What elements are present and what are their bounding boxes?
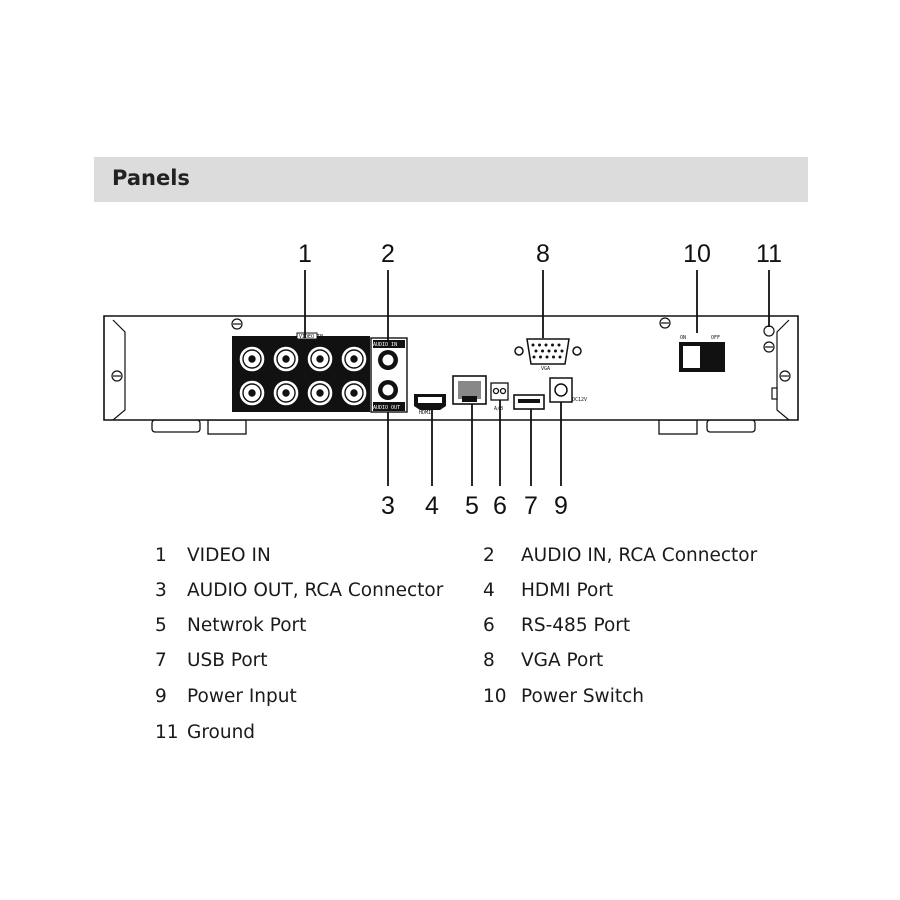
- vga-pin: [545, 355, 549, 359]
- video-in-block: [232, 332, 370, 412]
- panel-label-off: OFF: [711, 335, 720, 341]
- legend-num: 2: [483, 545, 495, 566]
- callout-1: 1: [298, 240, 312, 268]
- panel-label-audio-in: AUDIO IN: [373, 342, 397, 348]
- vga-pin: [534, 349, 538, 353]
- callout-8: 8: [536, 240, 550, 268]
- panel-label-video: VIDEO IN: [299, 334, 323, 340]
- usb-port-drawing: [513, 394, 545, 410]
- vga-pin: [538, 343, 541, 347]
- vga-pin: [552, 355, 555, 359]
- legend-text: AUDIO IN, RCA Connector: [521, 545, 758, 566]
- vga-pin: [531, 343, 535, 347]
- callout-11: 11: [756, 240, 782, 268]
- callout-6: 6: [493, 492, 507, 520]
- audio-block: [370, 337, 408, 413]
- callout-4: 4: [425, 492, 439, 520]
- vga-pin: [532, 355, 536, 359]
- legend-num: 6: [483, 615, 495, 636]
- panel-label-rs485: A/B: [494, 406, 503, 412]
- vga-pin: [547, 349, 551, 353]
- ground-terminal-drawing: [763, 325, 778, 400]
- vga-pin: [558, 355, 562, 359]
- panel-label-on: ON: [680, 335, 686, 341]
- vga-pin: [557, 343, 561, 347]
- vga-pin: [560, 349, 564, 353]
- legend-num: 8: [483, 650, 495, 671]
- panel-label-hdmi: HDMI: [419, 410, 431, 416]
- network-port-drawing: [452, 375, 487, 405]
- panel-label-vga: VGA: [541, 366, 550, 372]
- bnc-connector: [238, 379, 266, 407]
- callout-7: 7: [524, 492, 538, 520]
- callout-10: 10: [683, 240, 711, 268]
- panel-label-power: DC12V: [572, 397, 587, 403]
- bnc-connector: [340, 345, 368, 373]
- power-input-drawing: [549, 377, 573, 403]
- legend-text: Power Switch: [521, 686, 644, 707]
- legend-text: Netwrok Port: [187, 615, 307, 636]
- bnc-connector: [306, 345, 334, 373]
- callout-9: 9: [554, 492, 568, 520]
- legend-text: VIDEO IN: [187, 545, 271, 566]
- vga-pin: [554, 349, 557, 353]
- rs485-port-drawing: [490, 382, 509, 401]
- vga-pin: [544, 343, 548, 347]
- legend-text: RS-485 Port: [521, 615, 631, 636]
- feet: [151, 419, 756, 435]
- legend-text: USB Port: [187, 650, 268, 671]
- legend-num: 9: [155, 686, 167, 707]
- callout-2: 2: [381, 240, 395, 268]
- callout-3: 3: [381, 492, 395, 520]
- legend-text: VGA Port: [521, 650, 604, 671]
- legend-text: Ground: [187, 722, 256, 743]
- bnc-connector: [272, 379, 300, 407]
- section-header: Panels: [94, 157, 808, 202]
- legend-num: 4: [483, 580, 495, 601]
- panel-labels: AUDIO IN AUDIO OUT VGA HDMI A/B ON OFF D…: [299, 334, 720, 416]
- callout-numbers: 1 2 8 10 11 3 4 5 6 7 9: [298, 240, 782, 520]
- vga-pin: [541, 349, 544, 353]
- bnc-connector: [272, 345, 300, 373]
- bnc-connector: [340, 379, 368, 407]
- power-switch-drawing: [679, 342, 725, 372]
- legend-text: HDMI Port: [521, 580, 614, 601]
- legend-num: 7: [155, 650, 167, 671]
- hdmi-port-drawing: [414, 394, 446, 410]
- panel-label-audio-out: AUDIO OUT: [373, 405, 400, 411]
- legend-text: AUDIO OUT, RCA Connector: [187, 580, 444, 601]
- vga-port-drawing: [514, 338, 582, 365]
- vga-pin: [539, 355, 542, 359]
- callout-5: 5: [465, 492, 479, 520]
- section-title: Panels: [112, 166, 190, 190]
- legend-text: Power Input: [187, 686, 297, 707]
- legend-num: 5: [155, 615, 167, 636]
- legend-num: 11: [155, 722, 179, 743]
- legend-num: 1: [155, 545, 167, 566]
- callout-lines: [304, 270, 770, 486]
- legend-num: 3: [155, 580, 167, 601]
- vga-pin: [551, 343, 554, 347]
- legend-num: 10: [483, 686, 507, 707]
- bnc-connector: [238, 345, 266, 373]
- screws: [111, 317, 791, 382]
- bnc-connector: [306, 379, 334, 407]
